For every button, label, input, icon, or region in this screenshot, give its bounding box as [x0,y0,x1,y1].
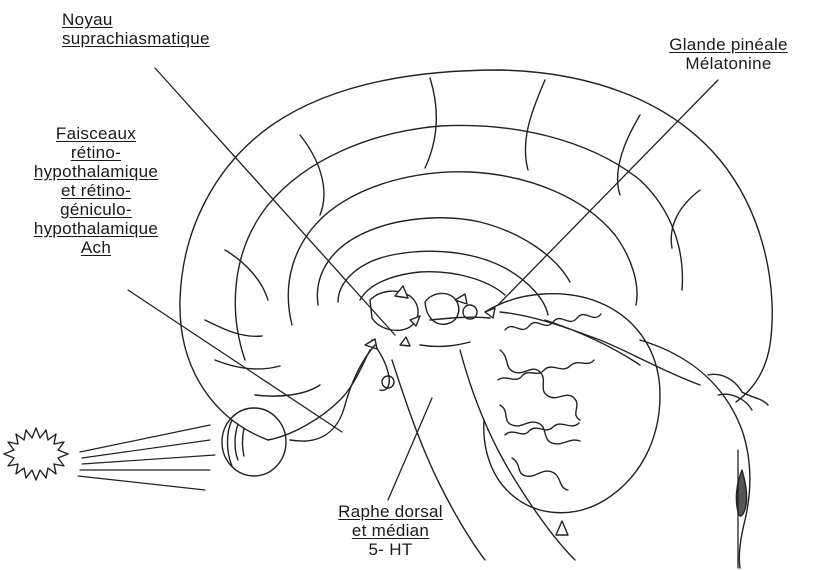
sulcus-band-3 [317,218,570,305]
label-raphe-line-1: Raphe dorsal [318,502,463,521]
label-faisceaux-line-6: hypothalamique [6,219,186,238]
light-rays [78,425,215,490]
label-noyau-line-1: Noyau [62,10,210,29]
leader-glande [498,80,718,305]
label-raphe-line-3: 5- HT [318,540,463,559]
label-raphe-line-2: et médian [318,521,463,540]
label-noyau-line-2: suprachiasmatique [62,29,210,48]
label-faisceaux-line-3: hypothalamique [6,162,186,181]
label-glande: Glande pinéale Mélatonine [646,35,811,73]
skull-posterior [640,340,750,568]
brainstem-right [460,350,575,560]
cerebellum-folia [498,314,601,490]
sun-icon [4,428,68,480]
corpus-callosum [338,251,548,315]
leader-noyau [155,68,395,335]
label-ach: Ach [6,238,186,257]
label-faisceaux-line-4: et rétino- [6,181,186,200]
label-faisceaux-line-1: Faisceaux [6,124,186,143]
label-noyau: Noyau suprachiasmatique [62,10,210,48]
eye-icon [222,408,286,476]
label-faisceaux-line-5: géniculo- [6,200,186,219]
label-faisceaux: Faisceaux rétino- hypothalamique et réti… [6,124,186,257]
label-glande-sub: Mélatonine [646,54,811,73]
label-raphe: Raphe dorsal et médian 5- HT [318,502,463,559]
label-faisceaux-line-2: rétino- [6,143,186,162]
label-glande-title: Glande pinéale [646,35,811,54]
